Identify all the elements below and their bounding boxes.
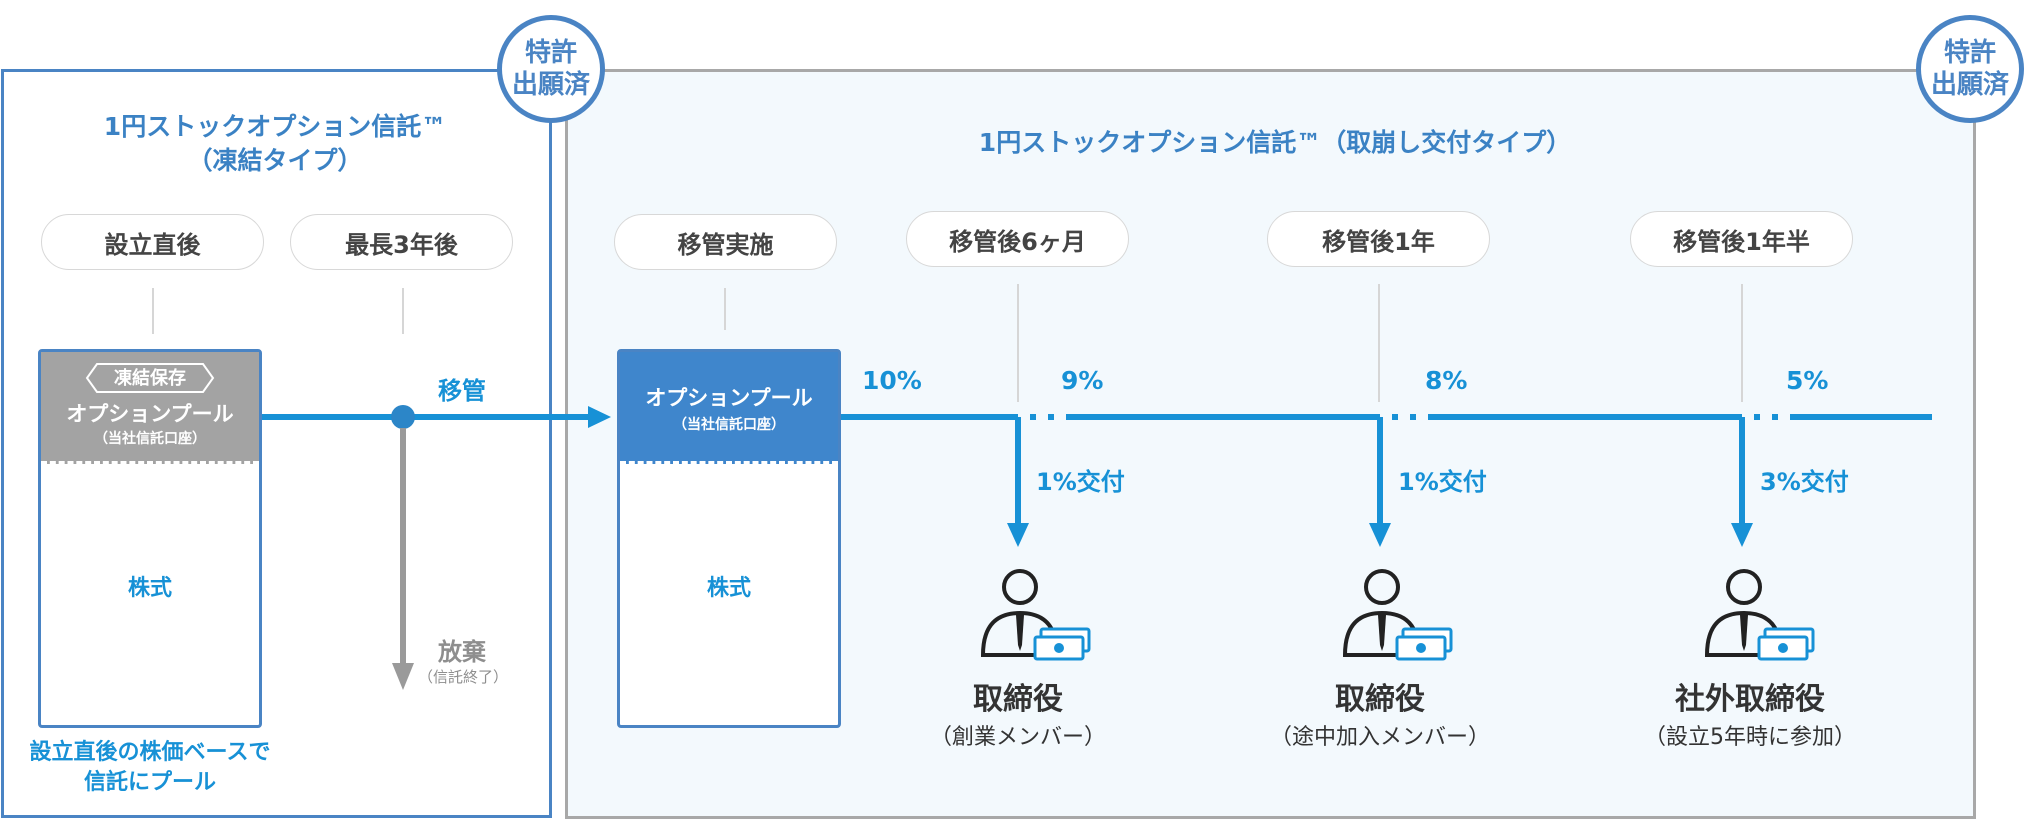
- abandon-arrowhead: [392, 663, 414, 690]
- recipient-role: 取締役: [973, 682, 1063, 717]
- patent-pending-seal-right: 特許 出願済: [1916, 15, 2024, 123]
- stage-guide-line: [724, 288, 726, 330]
- stage-guide-line: [1017, 284, 1019, 402]
- pool-percent-5: 5%: [1786, 366, 1829, 395]
- frozen-tag: 凍結保存: [114, 368, 186, 389]
- right-panel-title: 1円ストックオプション信託™（取崩し交付タイプ）: [978, 128, 1572, 157]
- abandon-label: 放棄: [438, 638, 486, 666]
- recipient-note: （創業メンバー）: [929, 725, 1106, 750]
- stock-label: 株式: [127, 576, 172, 601]
- drawdown-pool-header: オプションプール （当社信託口座）: [620, 352, 838, 464]
- abandon-sublabel: （信託終了）: [418, 668, 509, 686]
- stage-guide-line: [152, 288, 154, 334]
- pool-title: オプションプール: [645, 386, 813, 410]
- frozen-option-pool-box: 凍結保存 オプションプール （当社信託口座） 株式: [38, 349, 262, 728]
- person-with-money-icon: [980, 569, 1091, 661]
- recipient-1: 取締役 （創業メンバー）: [898, 680, 1138, 756]
- recipient-note: （設立5年時に参加）: [1644, 725, 1856, 750]
- grant-label-1: 1%交付: [1036, 468, 1125, 496]
- stock-label: 株式: [706, 576, 751, 601]
- junction-dot: [391, 405, 415, 429]
- stage-guide-line: [1741, 284, 1743, 402]
- left-panel-title: 1円ストックオプション信託™ （凍結タイプ）: [103, 112, 447, 175]
- stage-pill-transfer: 移管実施: [614, 214, 837, 270]
- grant-label-2: 1%交付: [1398, 468, 1487, 496]
- left-footer-note: 設立直後の株価ベースで 信託にプール: [29, 740, 271, 795]
- transfer-label: 移管: [438, 377, 486, 405]
- pool-subtitle: （当社信託口座）: [673, 417, 785, 433]
- stage-guide-line: [1378, 284, 1380, 402]
- stage-pill-setup: 設立直後: [41, 214, 264, 270]
- grant-label-3: 3%交付: [1760, 468, 1849, 496]
- person-with-money-icon: [1704, 569, 1815, 661]
- drawdown-option-pool-box: オプションプール （当社信託口座） 株式: [617, 349, 841, 728]
- recipient-role: 取締役: [1335, 682, 1425, 717]
- person-with-money-icon: [1342, 569, 1453, 661]
- stage-pill-6-months: 移管後6ヶ月: [906, 211, 1129, 267]
- stage-guide-line: [402, 288, 404, 334]
- frozen-tag-frame: [85, 363, 215, 393]
- stage-pill-1-year: 移管後1年: [1267, 211, 1490, 267]
- pool-percent-9: 9%: [1061, 366, 1104, 395]
- stage-pill-1-5-years: 移管後1年半: [1630, 211, 1853, 267]
- stage-pill-max-3-years: 最長3年後: [290, 214, 513, 270]
- pool-percent-8: 8%: [1425, 366, 1468, 395]
- recipient-3: 社外取締役 （設立5年時に参加）: [1600, 680, 1900, 756]
- frozen-pool-header: 凍結保存 オプションプール （当社信託口座）: [41, 352, 259, 464]
- pool-percent-10: 10%: [862, 366, 922, 395]
- recipient-2: 取締役 （途中加入メンバー）: [1230, 680, 1530, 756]
- patent-pending-seal-left: 特許 出願済: [497, 15, 605, 123]
- pool-title: オプションプール: [66, 402, 234, 426]
- recipient-note: （途中加入メンバー）: [1269, 725, 1490, 750]
- pool-subtitle: （当社信託口座）: [94, 431, 206, 447]
- recipient-role: 社外取締役: [1675, 682, 1825, 717]
- transfer-arrowhead: [588, 406, 611, 428]
